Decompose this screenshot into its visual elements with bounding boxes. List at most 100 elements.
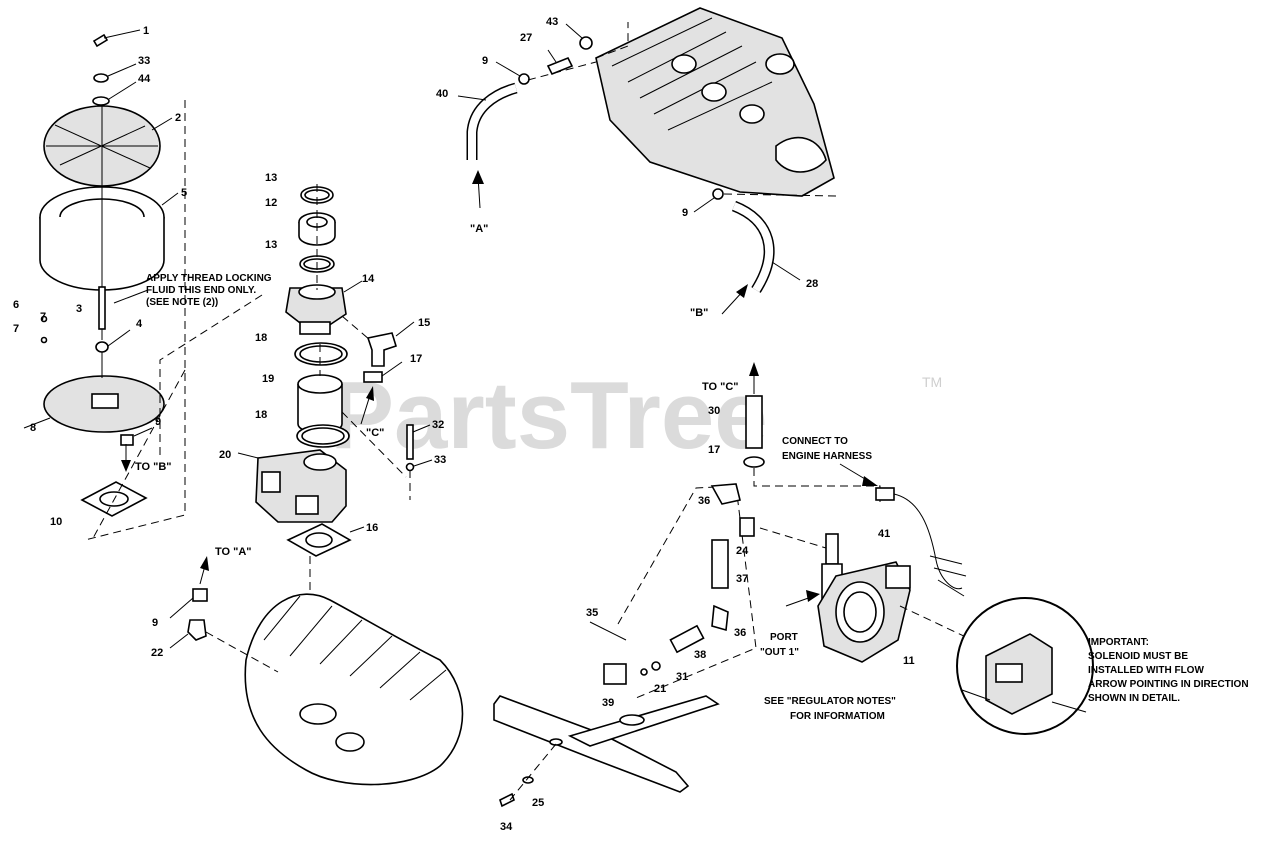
washer-25-part[interactable] [522,776,534,784]
part-label-34: 34 [500,821,513,833]
small-screw-7-part[interactable] [40,336,48,344]
note-thread-line3: (SEE NOTE (2)) [146,297,218,308]
elbow-36-lower-part[interactable] [711,604,729,632]
callout-to-b: TO "B" [135,461,172,473]
fitting-9-mid-part[interactable] [693,188,724,213]
note-port-line1: PORT [770,632,798,643]
clamp-17-part[interactable] [743,456,765,468]
note-thread-line2: FLUID THIS END ONLY. [146,285,256,296]
to-b-arrow [121,444,131,472]
wing-screw-part[interactable] [92,29,141,48]
elbow-fitting-22-part[interactable] [169,619,207,649]
mixer-body-part-14[interactable] [285,280,363,335]
intake-manifold-part[interactable] [244,593,464,786]
part-label-14: 14 [362,273,375,285]
hose-part-28[interactable] [731,200,801,293]
throttle-body-part-20[interactable] [237,449,347,523]
clamp-18-upper-part[interactable] [294,342,348,366]
part-label-11: 11 [903,655,915,667]
regulator-part-11[interactable] [817,561,911,663]
hose-part-30[interactable] [745,395,763,449]
note-port-line2: "OUT 1" [760,647,799,658]
solenoid-detail-bubble[interactable] [956,597,1094,735]
part-label-9a: 9 [155,416,161,428]
part-label-3: 3 [76,303,82,315]
part-label-20: 20 [219,449,231,461]
part-label-43: 43 [546,16,558,28]
note-important-line4: ARROW POINTING IN DIRECTION [1088,679,1249,690]
part-label-17b: 17 [708,444,720,456]
note-harness-line2: ENGINE HARNESS [782,451,872,462]
hose-a-arrow [472,170,484,209]
elbow-36-upper-part[interactable] [710,483,741,505]
to-c-callout-arrow-up [360,386,374,425]
nipple-38-part[interactable] [669,624,705,654]
harness-arrow [839,463,878,486]
stud-part[interactable] [98,286,106,330]
fitting-43-part[interactable] [565,23,593,50]
part-label-22: 22 [151,647,163,659]
part-label-17a: 17 [410,353,422,365]
elbow-fitting-9-lower-part[interactable] [169,588,208,619]
washer-part-44[interactable] [92,81,137,106]
note-important-line1: IMPORTANT: [1088,637,1149,648]
engine-block-part[interactable] [595,7,835,197]
fitting-39-part[interactable] [603,663,627,685]
part-label-15: 15 [418,317,430,329]
part-label-33: 33 [138,55,150,67]
o-ring-13-upper-part[interactable] [300,186,334,204]
callout-to-c: TO "C" [702,381,739,393]
fitting-21-part[interactable] [640,668,648,676]
part-label-13b: 13 [265,239,277,251]
adapter-ring-part-12[interactable] [298,212,336,246]
mounting-frame-part[interactable] [493,695,720,793]
part-label-36b: 36 [734,627,746,639]
part-label-35: 35 [586,607,598,619]
harness-connector-part-41[interactable] [875,487,967,597]
screw-34-part[interactable] [499,792,515,808]
part-label-12: 12 [265,197,277,209]
callout-a: "A" [470,223,488,235]
hose-part-40[interactable] [457,82,518,160]
air-cleaner-base-part[interactable] [23,375,165,433]
watermark-brand: PartsTree [330,362,768,469]
nut-part-4[interactable] [95,341,109,353]
note-reg-line2: FOR INFORMATIOM [790,711,885,722]
part-label-18b: 18 [255,409,267,421]
port-out1-arrow [785,590,820,607]
part-label-39: 39 [602,697,614,709]
pin-part-32[interactable] [406,424,431,460]
part-label-27: 27 [520,32,532,44]
gasket-part-16[interactable] [286,523,365,557]
part-label-9d: 9 [682,207,688,219]
part-label-10: 10 [50,516,62,528]
hose-b-arrow [721,284,748,315]
barb-fitting-17-part[interactable] [363,361,403,383]
fitting-9-top-part[interactable] [495,61,530,85]
part-label-40: 40 [436,88,448,100]
part-label-13a: 13 [265,172,277,184]
part-label-25: 25 [532,797,544,809]
part-label-31: 31 [676,671,688,683]
elbow-fitting-9-part[interactable] [120,427,153,446]
note-thread-line1: APPLY THREAD LOCKING [146,273,272,284]
elbow-fitting-15-part[interactable] [366,321,415,367]
callout-b: "B" [690,307,708,319]
part-label-5: 5 [181,187,187,199]
small-screw-6-part[interactable] [40,315,48,323]
part-label-44: 44 [138,73,151,85]
washer-part-33[interactable] [93,63,137,83]
part-label-16: 16 [366,522,378,534]
air-cleaner-cover-part[interactable] [43,105,173,187]
coupling-24-part[interactable] [739,517,755,537]
part-label-37: 37 [736,573,748,585]
part-label-1: 1 [143,25,149,37]
fitting-27-part[interactable] [546,49,574,76]
note-reg-line1: SEE "REGULATOR NOTES" [764,696,896,707]
nipple-pipe-37-part[interactable] [711,539,729,589]
fitting-31-part[interactable] [651,661,661,671]
clamp-18-lower-part[interactable] [296,424,350,448]
part-label-19: 19 [262,373,274,385]
part-label-41: 41 [878,528,890,540]
